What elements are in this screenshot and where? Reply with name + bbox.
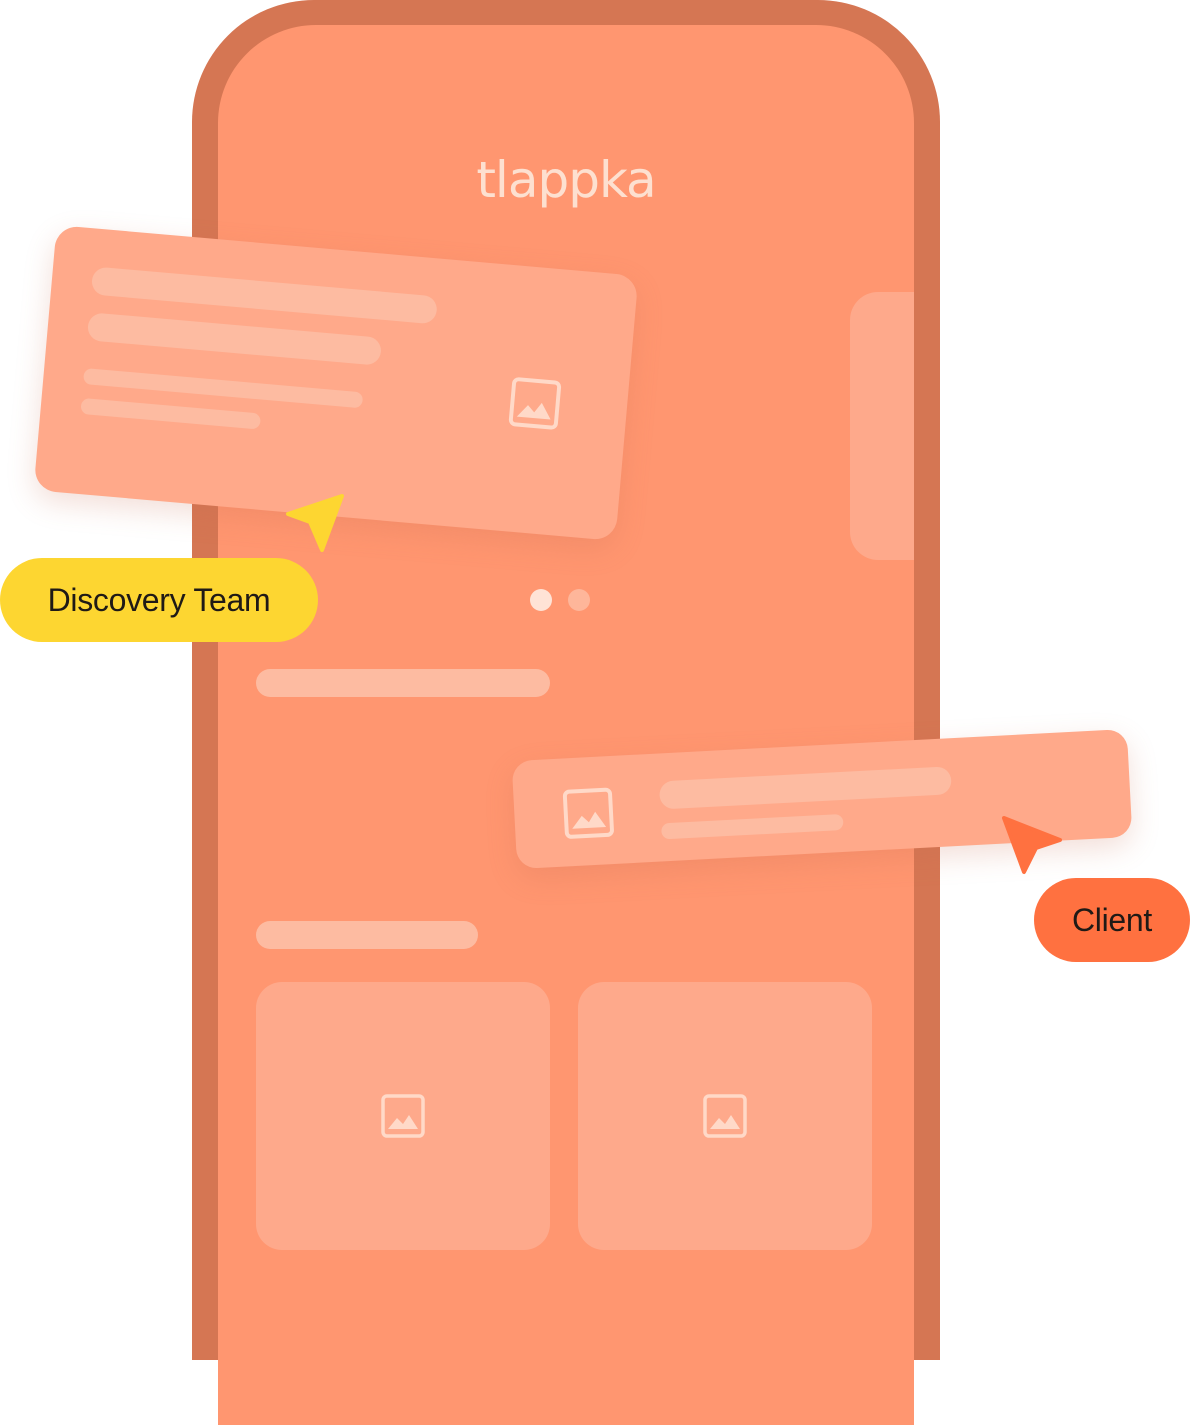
text-placeholder [90, 266, 438, 325]
text-placeholder [80, 397, 262, 430]
collaborator-tag-client: Client [1034, 878, 1190, 962]
text-placeholder [658, 766, 952, 810]
team-cursor-arrow-icon [284, 492, 348, 556]
phone-screen: tlappka [218, 25, 914, 1425]
section-title-placeholder [256, 921, 478, 949]
image-icon [507, 375, 563, 431]
section-title-placeholder [256, 669, 550, 697]
image-icon [561, 786, 616, 841]
image-icon [380, 1093, 426, 1139]
phone-frame: tlappka [192, 0, 940, 1425]
app-logo: tlappka [476, 151, 656, 209]
carousel-dot-inactive[interactable] [568, 589, 590, 611]
collaborator-tag-discovery-team: Discovery Team [0, 558, 318, 642]
carousel-next-card[interactable] [850, 292, 914, 560]
carousel-dot-active[interactable] [530, 589, 552, 611]
client-cursor-arrow-icon [1000, 814, 1066, 876]
floating-content-card[interactable] [33, 225, 639, 541]
grid-tile[interactable] [256, 982, 550, 1250]
grid-tile[interactable] [578, 982, 872, 1250]
text-placeholder [86, 312, 383, 366]
text-placeholder [661, 813, 844, 840]
floating-list-item-card[interactable] [511, 728, 1133, 870]
image-icon [702, 1093, 748, 1139]
